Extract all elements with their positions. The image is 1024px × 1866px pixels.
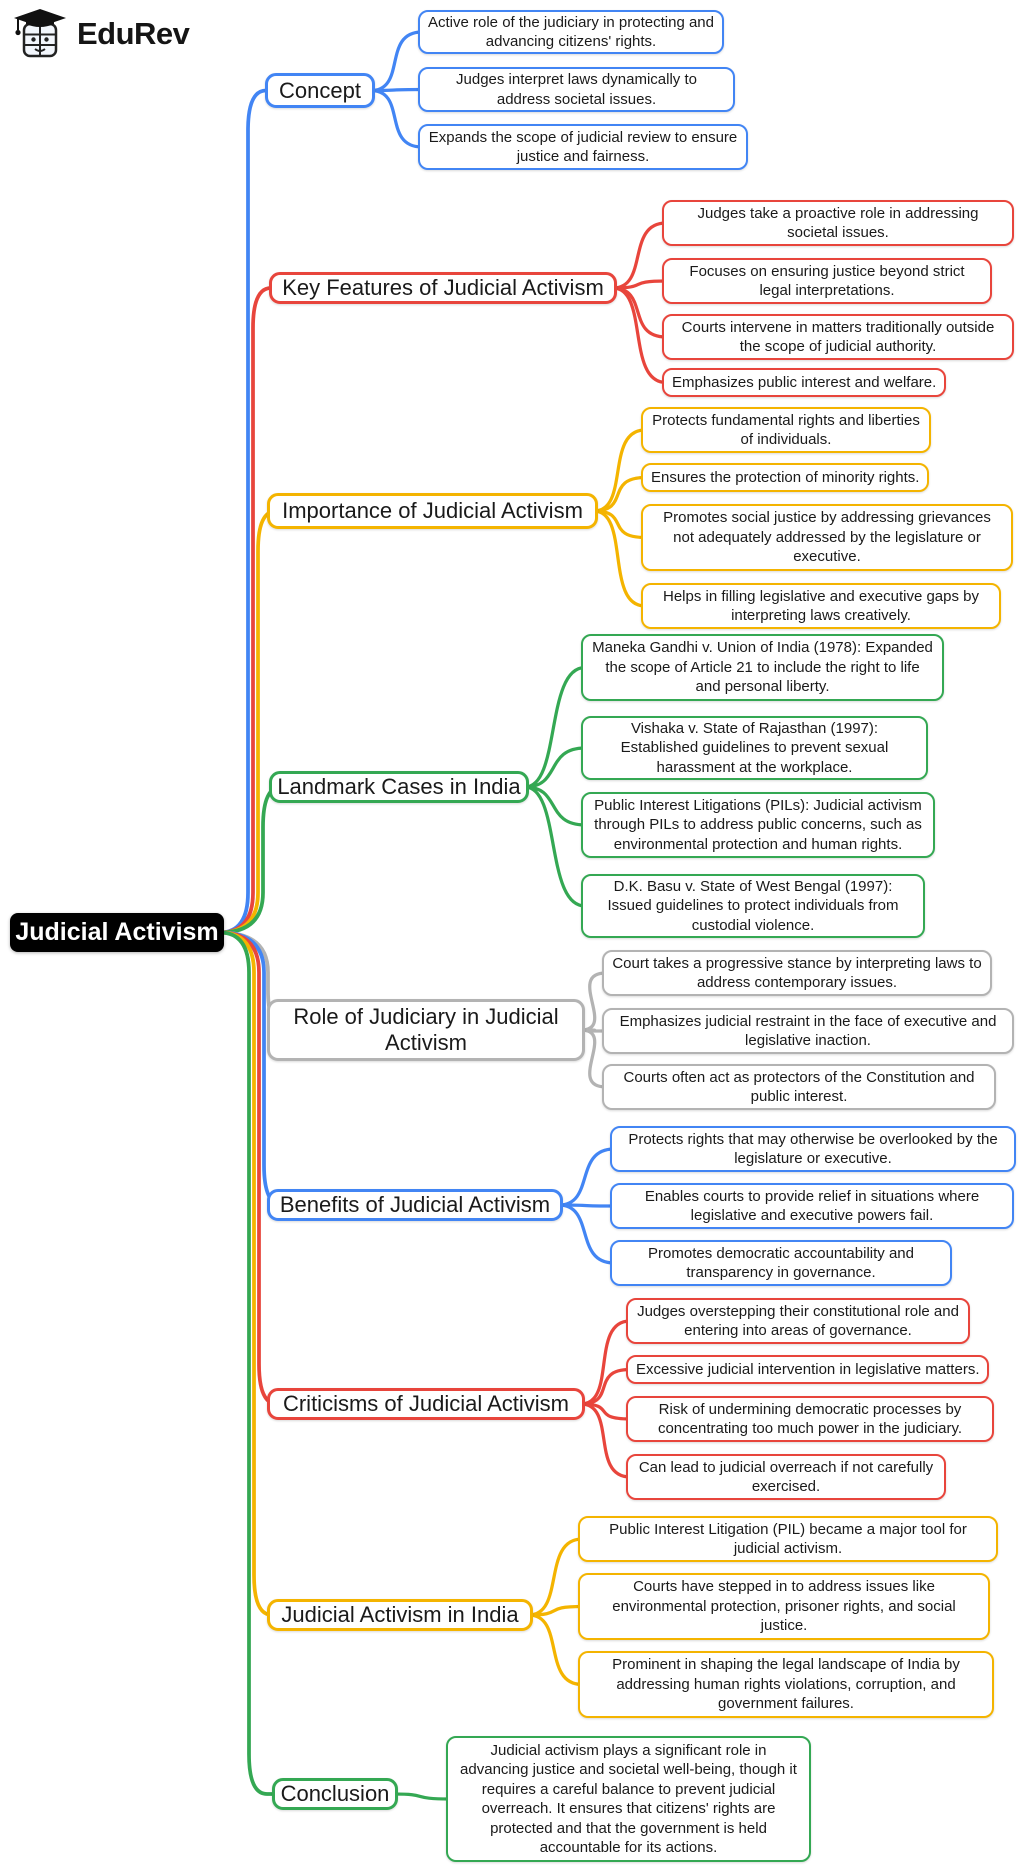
edge <box>523 665 587 789</box>
leaf-node: Courts intervene in matters traditionall… <box>662 314 1014 360</box>
leaf-node: Judges interpret laws dynamically to add… <box>418 67 735 112</box>
edge <box>592 509 647 608</box>
edge <box>527 1604 584 1617</box>
edge <box>218 930 283 1207</box>
leaf-node: Promotes social justice by addressing gr… <box>641 504 1013 571</box>
brand-name: EduRev <box>77 16 190 51</box>
leaf-node: Courts have stepped in to address issues… <box>578 1573 990 1640</box>
branch-node-criticisms-of-judicial-activism: Criticisms of Judicial Activism <box>267 1388 585 1420</box>
edge <box>579 1367 632 1406</box>
leaf-node: Can lead to judicial overreach if not ca… <box>626 1454 946 1500</box>
edge <box>611 286 668 339</box>
leaf-node: Protects rights that may otherwise be ov… <box>610 1126 1016 1172</box>
leaf-node: Emphasizes judicial restraint in the fac… <box>602 1008 1014 1054</box>
leaf-node: Public Interest Litigation (PIL) became … <box>578 1516 998 1562</box>
branch-node-conclusion: Conclusion <box>272 1778 398 1810</box>
branch-node-judicial-activism-in-india: Judicial Activism in India <box>267 1599 533 1631</box>
leaf-node: Judges overstepping their constitutional… <box>626 1298 970 1344</box>
leaf-node: Focuses on ensuring justice beyond stric… <box>662 258 992 304</box>
root-node: Judicial Activism <box>10 913 224 952</box>
edge <box>527 1537 584 1617</box>
edge <box>592 509 647 540</box>
leaf-node: Active role of the judiciary in protecti… <box>418 10 724 54</box>
edge <box>579 1319 632 1406</box>
branch-node-importance-of-judicial-activism: Importance of Judicial Activism <box>267 493 598 529</box>
leaf-node: Enables courts to provide relief in situ… <box>610 1183 1014 1229</box>
leaf-node: D.K. Basu v. State of West Bengal (1997)… <box>581 874 925 938</box>
leaf-node: Ensures the protection of minority right… <box>641 463 930 492</box>
leaf-node: Helps in filling legislative and executi… <box>641 583 1001 629</box>
edge <box>369 88 424 149</box>
graduation-cap-books-icon <box>14 9 66 58</box>
edge <box>557 1203 616 1265</box>
edge <box>579 971 608 1032</box>
edge <box>369 87 424 93</box>
leaf-node: Emphasizes public interest and welfare. <box>662 368 947 397</box>
leaf-node: Excessive judicial intervention in legis… <box>626 1355 990 1384</box>
leaf-node: Protects fundamental rights and libertie… <box>641 407 931 453</box>
leaf-node: Courts often act as protectors of the Co… <box>602 1064 996 1110</box>
leaf-node: Prominent in shaping the legal landscape… <box>578 1651 994 1718</box>
leaf-node: Court takes a progressive stance by inte… <box>602 950 992 996</box>
edge <box>579 1028 608 1089</box>
edge <box>579 1402 632 1479</box>
branch-node-role-of-judiciary-in-judicial-activism: Role of Judiciary in Judicial Activism <box>267 999 585 1061</box>
edge <box>523 785 587 908</box>
leaf-node: Public Interest Litigations (PILs): Judi… <box>581 792 935 858</box>
edge <box>611 221 668 290</box>
leaf-node: Maneka Gandhi v. Union of India (1978): … <box>581 634 944 701</box>
edge <box>218 930 282 1796</box>
branch-node-benefits-of-judicial-activism: Benefits of Judicial Activism <box>267 1189 563 1221</box>
leaf-node: Judges take a proactive role in addressi… <box>662 200 1014 246</box>
edge <box>523 746 587 789</box>
edge <box>392 1792 452 1801</box>
edge <box>592 475 647 513</box>
edurev-logo: EduRev <box>12 8 190 60</box>
leaf-node: Expands the scope of judicial review to … <box>418 124 748 170</box>
edge <box>369 30 424 93</box>
edge <box>611 286 668 385</box>
leaf-node: Risk of undermining democratic processes… <box>626 1396 994 1442</box>
branch-node-landmark-cases-in-india: Landmark Cases in India <box>269 771 529 803</box>
edge <box>611 279 668 290</box>
edge <box>557 1147 616 1207</box>
edge <box>527 1613 584 1687</box>
branch-node-concept: Concept <box>265 73 375 108</box>
branch-node-key-features-of-judicial-activism: Key Features of Judicial Activism <box>269 272 617 304</box>
leaf-node: Vishaka v. State of Rajasthan (1997): Es… <box>581 716 928 780</box>
edge <box>592 428 647 513</box>
leaf-node: Judicial activism plays a significant ro… <box>446 1736 811 1862</box>
leaf-node: Promotes democratic accountability and t… <box>610 1240 952 1286</box>
edge <box>523 785 587 827</box>
